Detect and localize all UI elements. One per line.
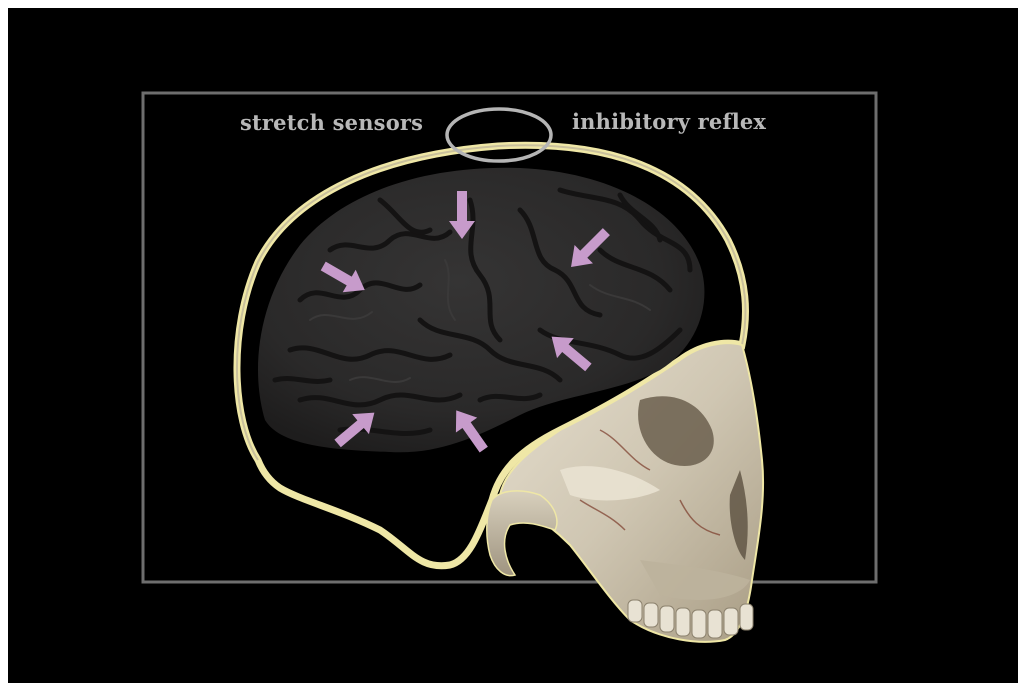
inhibitory-reflex-label: inhibitory reflex — [572, 109, 766, 134]
stretch-sensors-label: stretch sensors — [240, 110, 423, 135]
